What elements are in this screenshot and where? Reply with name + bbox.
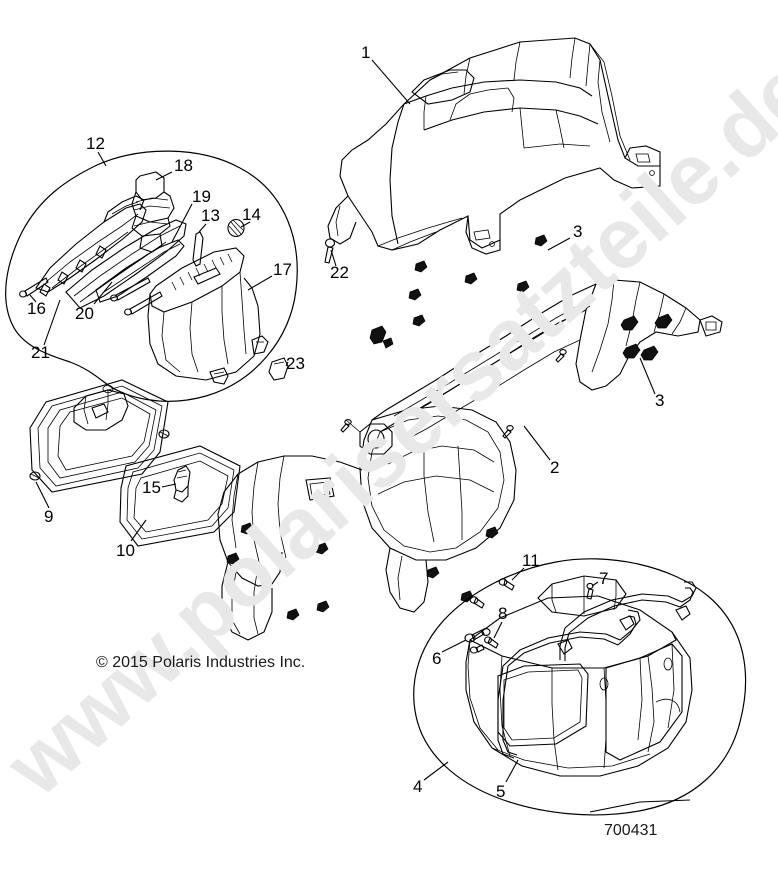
- callout-label-13: 13: [201, 206, 220, 225]
- part-6-hinge-pin: [441, 628, 491, 654]
- callout-label-2: 2: [550, 458, 560, 477]
- part-number-rule: [589, 799, 691, 813]
- part-17-glove-box-bin: [147, 247, 273, 385]
- callout-label-4: 4: [413, 777, 423, 796]
- callout-label-23: 23: [286, 354, 305, 373]
- part-18-latch-knob: [131, 171, 175, 253]
- callout-label-12: 12: [86, 134, 105, 153]
- part-16-screw: [19, 277, 49, 303]
- leader-2: [523, 425, 551, 461]
- callout-label-21: 21: [31, 343, 50, 362]
- callout-label-1: 1: [361, 43, 371, 62]
- part-number: 700431: [604, 822, 658, 839]
- part-2-dash-panel: [217, 279, 723, 641]
- part-5-storage-box: [465, 575, 697, 783]
- leader-3-lower: [639, 357, 656, 395]
- part-14-cap-plug: [227, 218, 251, 238]
- part-21-bezel-frame: [35, 195, 147, 346]
- leader-1: [371, 59, 411, 105]
- part-23-bumper-stop: [268, 357, 289, 381]
- callout-label-19: 19: [192, 187, 211, 206]
- detail-bubble-4: [413, 558, 747, 816]
- callout-label-22: 22: [330, 263, 349, 282]
- callout-label-8: 8: [498, 604, 508, 623]
- callout-label-10: 10: [116, 541, 135, 560]
- part-22-rivet: [324, 238, 337, 267]
- part-9-window-frame: [29, 379, 170, 509]
- callout-label-7: 7: [599, 569, 609, 588]
- callout-label-20: 20: [75, 304, 94, 323]
- screw-extra-left: [469, 596, 485, 609]
- part-13-pin: [192, 223, 207, 267]
- part-15-retainer-clip: [161, 465, 191, 503]
- leader-3-upper: [547, 237, 571, 251]
- part-8-screw-mid: [484, 621, 503, 649]
- callout-label-17: 17: [273, 260, 292, 279]
- callout-label-16: 16: [27, 299, 46, 318]
- detail-bubble-12: [5, 150, 298, 402]
- part-7-screw-right: [586, 581, 599, 600]
- callout-label-11: 11: [522, 551, 540, 570]
- part-19-trim-strip: [95, 203, 193, 303]
- callout-label-5: 5: [496, 782, 506, 801]
- copyright-notice: © 2015 Polaris Industries Inc.: [96, 654, 306, 671]
- callout-label-3-upper: 3: [573, 222, 583, 241]
- callout-label-18: 18: [174, 156, 193, 175]
- callout-label-9: 9: [44, 507, 54, 526]
- fastener-clips: [226, 234, 673, 621]
- part-11-screw-upper: [498, 567, 525, 591]
- callout-label-14: 14: [242, 205, 261, 224]
- callout-label-15: 15: [142, 478, 161, 497]
- part-10-panel: [119, 445, 241, 547]
- part-1-hood-assembly: [327, 37, 661, 255]
- callout-label-6: 6: [432, 649, 442, 668]
- callout-label-3-lower: 3: [655, 391, 665, 410]
